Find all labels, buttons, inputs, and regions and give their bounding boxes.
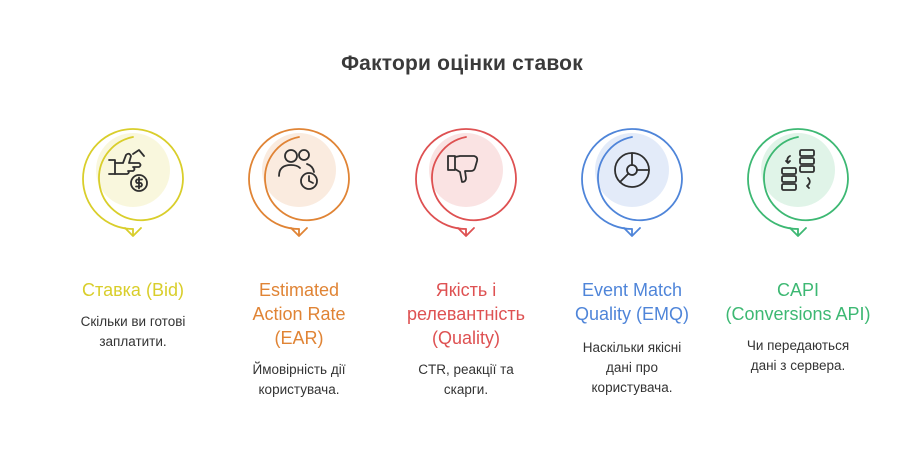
pie-chart-icon [614,152,650,188]
factor-label: Ставка (Bid) [82,280,184,300]
factor-emq: Event Match Quality (EMQ) Наскільки якіс… [547,112,717,452]
diagram-title: Фактори оцінки ставок [341,52,583,75]
spiral-graphic [248,128,350,237]
factor-quality: Якість і релевантність (Quality) CTR, ре… [381,112,551,452]
spiral-graphic [82,128,184,237]
factor-label: Estimated Action Rate (EAR) [252,280,346,348]
factor-description: Ймовірність дії користувача. [252,362,346,397]
factor-label: Якість і релевантність (Quality) [406,280,526,348]
factor-description: Наскільки якісні дані про користувача. [582,340,682,395]
factor-capi: CAPI (Conversions API) Чи передаються да… [713,112,883,452]
factor-description: CTR, реакції та скарги. [418,362,514,397]
factor-bid: Ставка (Bid) Скільки ви готові заплатити… [48,112,218,452]
spiral-graphic [747,128,849,237]
hand-coin-icon [108,149,148,192]
factor-description: Скільки ви готові заплатити. [80,314,186,349]
users-clock-icon [278,149,318,190]
factor-description: Чи передаються дані з сервера. [746,338,850,373]
server-sync-icon [781,149,815,191]
factor-label: CAPI (Conversions API) [725,280,871,324]
thumbs-down-icon [447,155,479,183]
factor-ear: Estimated Action Rate (EAR) Ймовірність … [214,112,384,452]
factor-label: Event Match Quality (EMQ) [574,280,689,324]
spiral-graphic [415,128,517,237]
spiral-graphic [581,128,683,237]
